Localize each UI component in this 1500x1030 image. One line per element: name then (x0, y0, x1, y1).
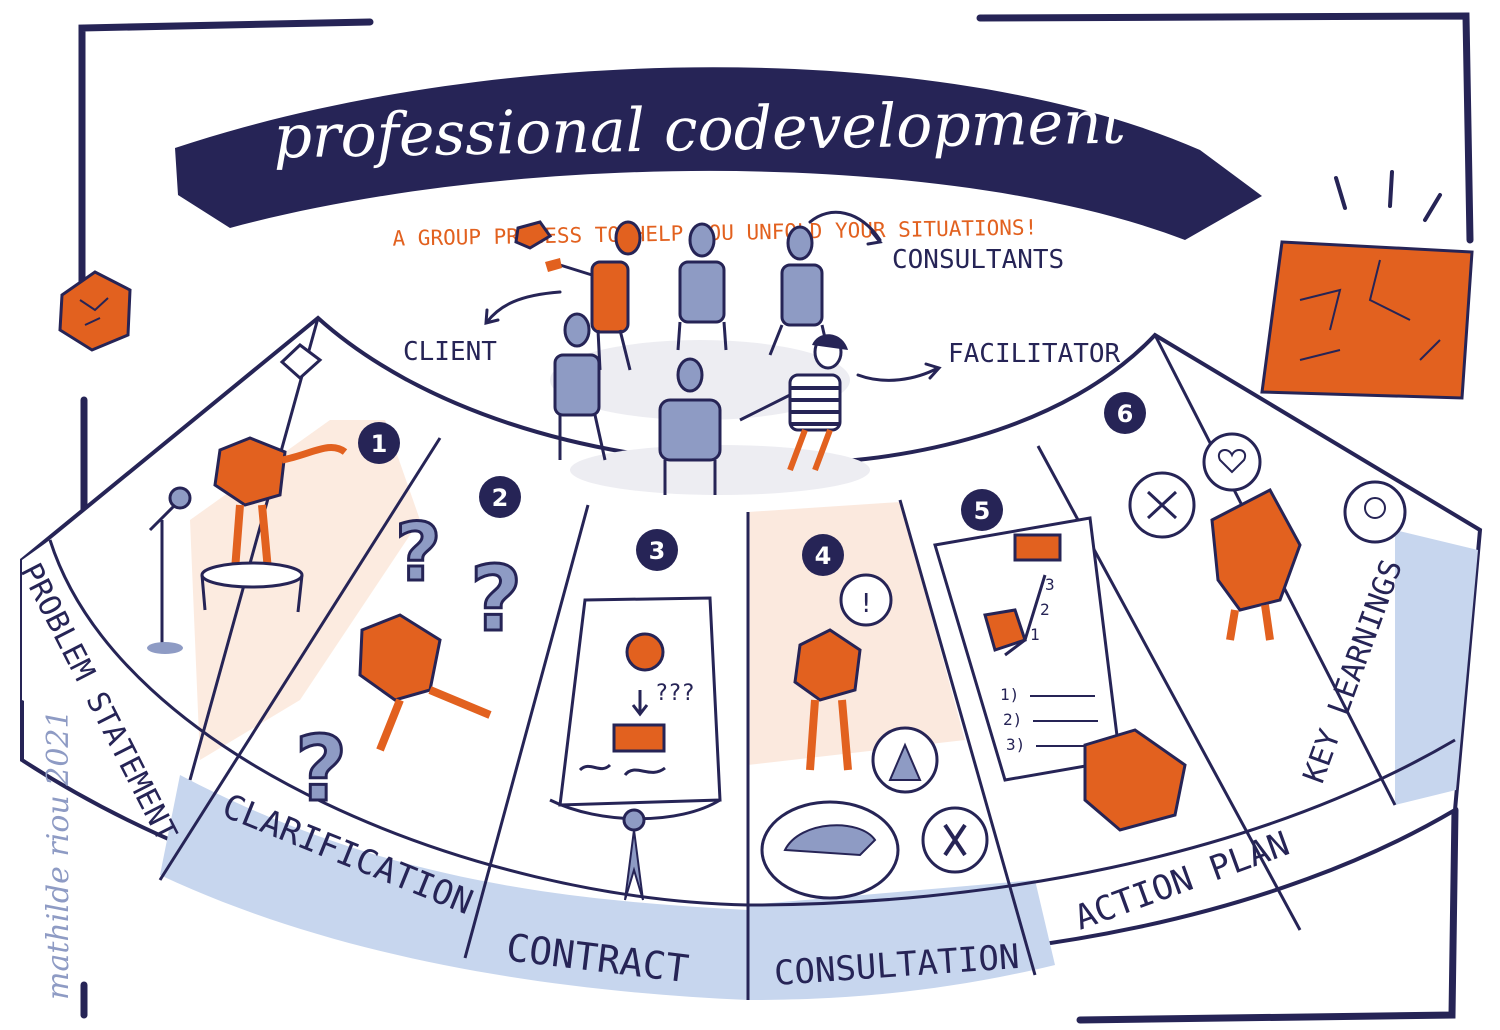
role-arrows (484, 210, 942, 382)
consultant-figure (658, 357, 722, 495)
step-6-number: 6 (1117, 400, 1134, 428)
unfolded-paper-icon (1260, 170, 1474, 400)
step-1-number: 1 (371, 430, 388, 458)
step-6-badge (1104, 392, 1146, 434)
action-list-item: 3) (1006, 735, 1025, 754)
step-5-number: 5 (974, 497, 991, 525)
consultant-figure (553, 312, 607, 461)
action-list-item: 1) (1000, 685, 1019, 704)
svg-text:!: ! (861, 589, 871, 619)
crumpled-paper-icon (58, 270, 132, 352)
title-banner: professional codevelopment (175, 67, 1262, 240)
panel-2-illustration: ? ? ? (294, 505, 524, 824)
svg-text:?: ? (295, 717, 347, 822)
small-orange-icon (514, 220, 562, 272)
group-circle-illustration (514, 220, 870, 495)
consultant-figure (768, 225, 832, 361)
svg-text:?: ? (470, 547, 522, 652)
staircase-number: 2 (1040, 600, 1050, 619)
svg-text:?: ? (395, 506, 441, 599)
page-title: professional codevelopment (273, 88, 1127, 173)
artist-signature: mathilde riou 2021 (41, 709, 76, 1000)
panel-1-illustration (147, 343, 348, 654)
step-4-number: 4 (815, 542, 832, 570)
heart-icon (1217, 449, 1247, 474)
facilitator-label: FACILITATOR (948, 339, 1121, 369)
process-arc (20, 315, 1483, 1000)
client-figure (559, 220, 642, 371)
step-1-badge (358, 422, 400, 464)
step-3-badge (636, 529, 678, 571)
consultants-label: CONSULTANTS (892, 245, 1064, 275)
panel-5-illustration: 1 2 3 1) 2) 3) (933, 516, 1187, 832)
staircase-number: 1 (1030, 625, 1040, 644)
step-badges: 1 2 3 4 5 6 (358, 392, 1146, 576)
contract-question-marks: ??? (655, 681, 695, 706)
action-list-item: 2) (1003, 710, 1022, 729)
step-2-number: 2 (492, 484, 509, 512)
step-2-badge (479, 476, 521, 518)
step-5-badge (961, 489, 1003, 531)
panel-3-illustration: ??? (549, 596, 722, 901)
panel-4-illustration: ! (760, 573, 989, 900)
lightbulb-icon (1364, 497, 1386, 519)
facilitator-figure (739, 334, 848, 472)
consultant-figure (676, 222, 728, 351)
staircase-number: 3 (1045, 575, 1055, 594)
client-label: CLIENT (403, 337, 497, 367)
panel-6-illustration (1128, 432, 1407, 641)
step-4-badge (802, 534, 844, 576)
step-3-number: 3 (649, 537, 666, 565)
